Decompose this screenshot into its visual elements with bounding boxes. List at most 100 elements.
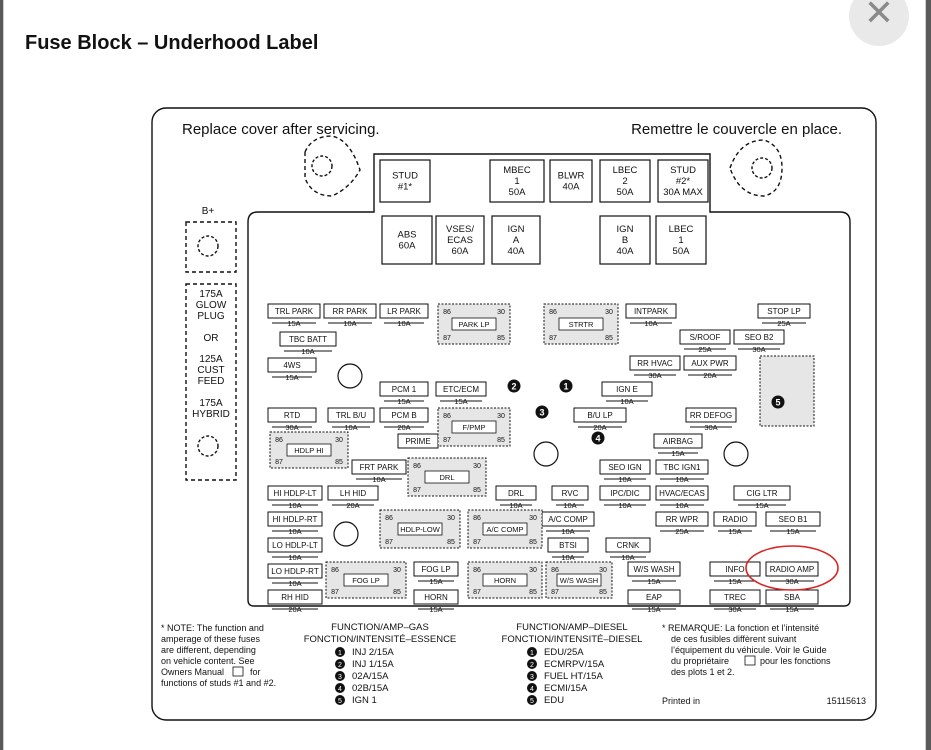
fuse-frt-park-label: FRT PARK	[360, 463, 399, 472]
replace-cover-text-en: Replace cover after servicing.	[182, 121, 380, 138]
fuse-mbec-1-text: 1	[514, 176, 519, 187]
fuse-blwr-text: 40A	[563, 182, 581, 193]
fuse-trec-label: TREC	[724, 593, 746, 602]
relay-a-c-comp-pin: 30	[529, 515, 537, 522]
b-plus-bolt-icon	[197, 235, 219, 257]
fuse-b-u-lp-label: B/U LP	[587, 411, 612, 420]
fuse-cig-ltr	[733, 485, 791, 501]
fuse-lbec-1-text: 1	[678, 235, 683, 246]
socket-1	[337, 363, 363, 389]
fuse-lbec-2-text: 50A	[617, 187, 635, 198]
close-icon[interactable]: ✕	[849, 0, 909, 46]
fuse-4ws-amp: 15A	[285, 373, 298, 382]
printed-in-text: Printed in	[662, 696, 700, 706]
gas-marker-icon	[335, 647, 345, 657]
relay-hdlp-hi-pin: 87	[275, 459, 283, 466]
marker-4-icon	[591, 431, 605, 445]
fuse-lo-hdlp-lt-label: LO HDLP-LT	[272, 541, 318, 550]
gas-header2: FONCTION/INTENSITÉ–ESSENCE	[304, 634, 457, 645]
fuse-hi-hdlp-lt-amp: 10A	[288, 501, 301, 510]
fuse-rr-hvac	[629, 355, 681, 371]
fuse-ign-e-amp: 10A	[620, 397, 633, 406]
relay-fog-lp-pin: 87	[331, 589, 339, 596]
fuse-trl-b-u	[327, 407, 375, 423]
gas-marker-num: 1	[338, 650, 342, 657]
glow-bolt-icon	[197, 435, 219, 457]
diesel-marker-num: 4	[530, 686, 534, 693]
note-fr-line: l’équipement du véhicule. Voir le Guide	[671, 645, 827, 655]
marker-2-text: 2	[511, 382, 516, 392]
relay-f-pmp-pin: 86	[443, 413, 451, 420]
relay-horn-tag	[482, 573, 528, 587]
fuse-rvc	[551, 485, 589, 501]
note-fr-line: du propriétaire	[671, 656, 729, 666]
relay-a-c-comp-pin: 86	[473, 515, 481, 522]
gas-marker-icon	[335, 659, 345, 669]
fuse-rr-defog	[685, 407, 737, 423]
fuse-vses-ecas-text: ECAS	[447, 235, 473, 246]
fuse-sba-label: SBA	[784, 593, 801, 602]
fuse-cig-ltr-label: CIG LTR	[747, 489, 778, 498]
stud-2-text: 30A MAX	[663, 187, 703, 198]
relay-hdlp-hi-tag	[286, 443, 332, 457]
relay-w-s-wash-label: W/S WASH	[560, 576, 598, 585]
fuse-hi-hdlp-lt	[267, 485, 323, 501]
fuse-frt-park	[351, 459, 407, 475]
relay-park-lp-pin: 86	[443, 309, 451, 316]
marker-1-text: 1	[563, 382, 568, 392]
relay-hdlp-low-label: HDLP-LOW	[400, 525, 441, 534]
fuse-hvac-ecas	[655, 485, 709, 501]
fuse-airbag-amp: 15A	[671, 449, 684, 458]
fuse-rr-wpr	[655, 511, 709, 527]
gas-header1: FUNCTION/AMP–GAS	[331, 622, 429, 633]
fuse-abs-text: 60A	[399, 241, 417, 252]
fuse-eap-label: EAP	[646, 593, 662, 602]
fuse-etc-ecm-amp: 15A	[454, 397, 467, 406]
fuse-trl-park	[267, 303, 321, 319]
fuse-radio	[713, 511, 757, 527]
gas-marker-icon	[335, 695, 345, 705]
relay-f-pmp-pin: 87	[443, 437, 451, 444]
stud-2-text: #2*	[676, 176, 691, 187]
fuse-ign-b-text: IGN	[617, 224, 634, 235]
dialog-title: Fuse Block – Underhood Label	[25, 32, 319, 54]
glow-plug-text: 175A	[199, 398, 223, 409]
fuse-ipc-dic-amp: 10A	[618, 501, 631, 510]
relay-fog-lp-pin: 30	[393, 567, 401, 574]
marker-2-icon	[507, 379, 521, 393]
relay-f-pmp-label: F/PMP	[463, 423, 486, 432]
fuse-pcm-1-amp: 15A	[397, 397, 410, 406]
fuse-ign-b	[599, 215, 651, 265]
fuse-lr-park-label: LR PARK	[387, 307, 421, 316]
fuse-crnk-amp: 10A	[621, 553, 634, 562]
fuse-rh-hid	[267, 589, 323, 605]
fuse-sba-amp: 15A	[785, 605, 798, 614]
mount-left	[304, 135, 361, 197]
fuse-seo-ign-amp: 10A	[618, 475, 631, 484]
fuse-fog-lp	[413, 561, 459, 577]
fuse-rr-wpr-label: RR WPR	[666, 515, 699, 524]
mount-right	[729, 139, 783, 197]
socket-3	[723, 441, 749, 467]
marker-1-icon	[559, 379, 573, 393]
fuse-w-s-wash-label: W/S WASH	[633, 565, 674, 574]
fuse-ign-b-text: 40A	[617, 246, 635, 257]
fuse-tbc-ign1-label: TBC IGN1	[664, 463, 701, 472]
relay-w-s-wash-pin: 86	[551, 567, 559, 574]
fuse-hvac-ecas-label: HVAC/ECAS	[659, 489, 705, 498]
fuse-rr-park	[323, 303, 377, 319]
part-number-text: 15115613	[827, 696, 866, 706]
fuse-hvac-ecas-amp: 10A	[675, 501, 688, 510]
note-en-line: * NOTE: The function and	[161, 623, 264, 633]
gas-item: 02A/15A	[352, 671, 389, 682]
relay-strtr-pin: 85	[605, 335, 613, 342]
fuse-s-roof	[679, 329, 731, 345]
diesel-marker-num: 5	[530, 698, 534, 705]
fuse-ign-a-text: IGN	[508, 224, 525, 235]
fuse-mbec-1-text: MBEC	[503, 165, 531, 176]
fuse-w-s-wash	[627, 561, 681, 577]
fuse-seo-ign-label: SEO IGN	[608, 463, 642, 472]
stud-2	[657, 159, 709, 203]
fuse-4ws-label: 4WS	[283, 361, 300, 370]
